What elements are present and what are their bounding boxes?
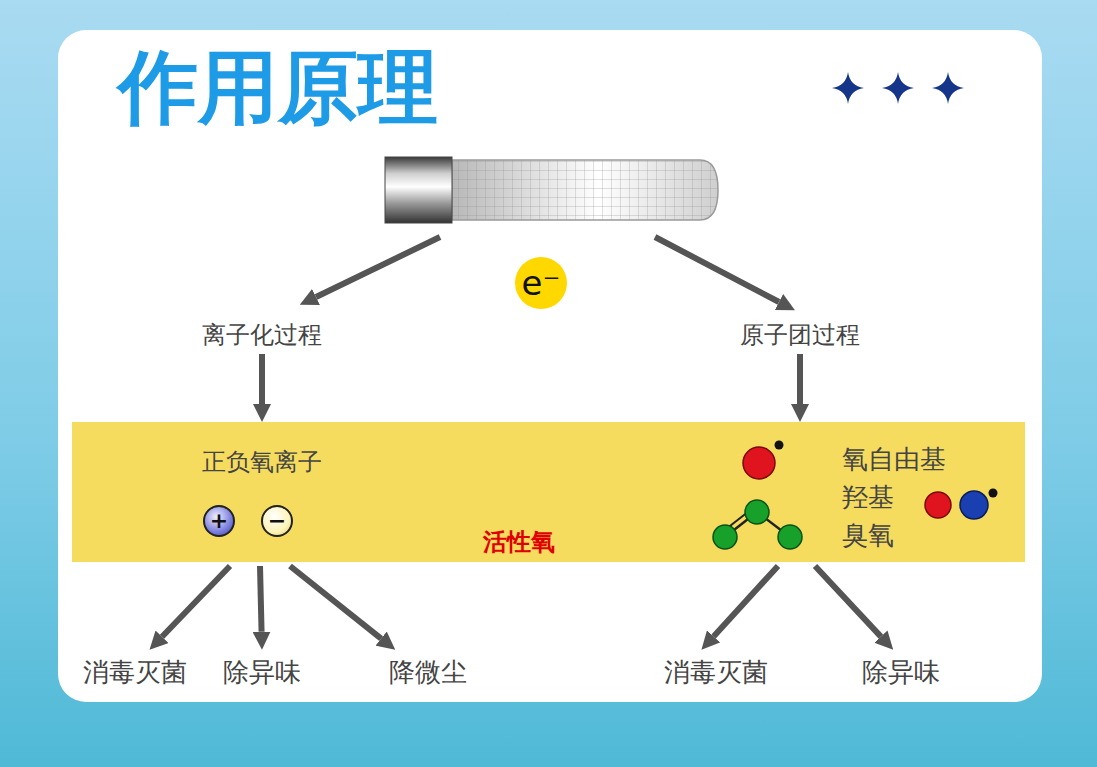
active-oxygen-band: 活性氧 正负氧离子 + − 氧自由基羟基臭氧: [72, 422, 1025, 562]
positive-ion: +: [203, 505, 235, 537]
effect-label: 除异味: [223, 656, 301, 689]
effect-label: 降微尘: [389, 656, 467, 689]
ion-label: 正负氧离子: [202, 447, 322, 477]
effect-label: 消毒灭菌: [664, 656, 768, 689]
star: [882, 72, 914, 104]
node-text: 消毒灭菌: [83, 656, 187, 689]
flow-arrow: [259, 354, 265, 404]
node-text: 降微尘: [389, 656, 467, 689]
radical-dot: [989, 489, 998, 498]
flow-arrow: [260, 566, 262, 632]
glass-tube: [452, 160, 718, 220]
tube-arrow: [316, 237, 440, 297]
star: [932, 72, 964, 104]
hydrogen-atom: [960, 491, 988, 519]
tube-arrow: [655, 237, 779, 302]
node-text: +: [210, 510, 228, 532]
node-text: 离子化过程: [202, 320, 322, 350]
oxygen-atom: [743, 447, 775, 479]
node-text: 除异味: [862, 656, 940, 689]
page-title: 作用原理: [118, 44, 438, 132]
process-label: 原子团过程: [740, 320, 860, 350]
node-text: 原子团过程: [740, 320, 860, 350]
white-panel: [58, 30, 1042, 702]
metal-cap: [385, 157, 452, 223]
process-label: 离子化过程: [202, 320, 322, 350]
node-text: −: [268, 510, 286, 532]
oxygen-atom: [713, 525, 737, 549]
node-text: e⁻: [522, 266, 561, 300]
flow-arrow: [290, 566, 381, 639]
flow-arrow: [714, 566, 778, 636]
oxygen-atom: [778, 525, 802, 549]
node-text: 正负氧离子: [202, 447, 322, 477]
ozone-molecule: [713, 500, 802, 549]
oxygen-atom: [925, 492, 951, 518]
effect-label: 消毒灭菌: [83, 656, 187, 689]
node-text: 除异味: [223, 656, 301, 689]
node-text: 氧自由基: [842, 440, 946, 478]
tube-outline: [452, 160, 718, 220]
tube-grid: [452, 160, 718, 220]
effect-label: 除异味: [862, 656, 940, 689]
node-text: 羟基: [842, 478, 946, 516]
star: [832, 72, 864, 104]
flow-arrow: [797, 354, 803, 404]
node-text: 活性氧: [483, 527, 555, 557]
node-text: 消毒灭菌: [664, 656, 768, 689]
stars: [832, 72, 964, 104]
negative-ion: −: [261, 505, 293, 537]
oxygen-radical: [743, 441, 784, 480]
oxygen-atom: [745, 500, 769, 524]
lamp-tube: [385, 157, 718, 223]
flow-arrow: [162, 566, 230, 637]
hydroxyl-molecule: [925, 489, 998, 520]
radical-dot: [775, 441, 784, 450]
electron-badge: e⁻: [515, 257, 567, 309]
node-text: 臭氧: [842, 516, 946, 554]
flow-arrow: [815, 566, 881, 637]
radical-list: 氧自由基羟基臭氧: [842, 440, 946, 554]
